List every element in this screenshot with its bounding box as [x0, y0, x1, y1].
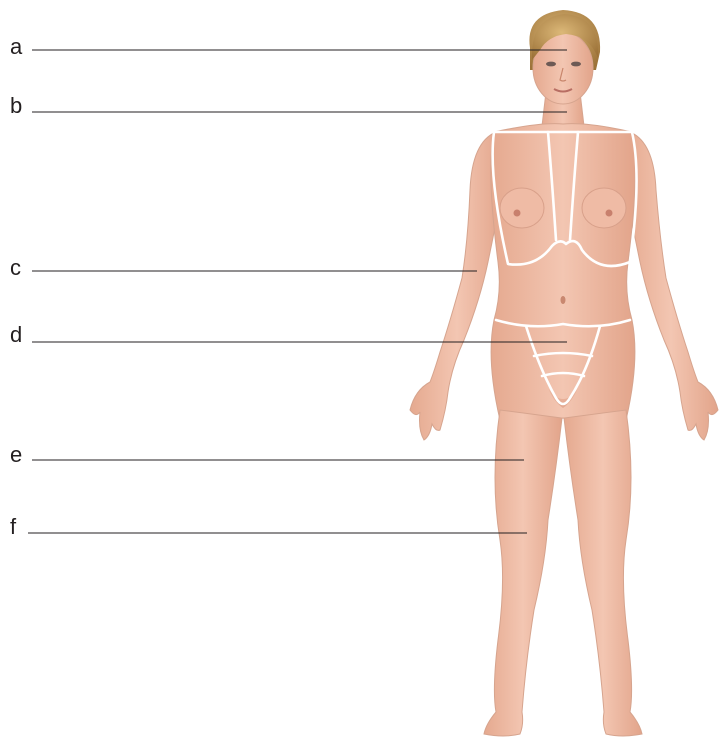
label-d: d [10, 322, 22, 347]
label-f: f [10, 514, 17, 539]
right-leg [564, 410, 642, 736]
right-breast [582, 188, 626, 228]
left-arm [410, 132, 504, 440]
navel [561, 296, 566, 304]
label-letters: a b c d e f [10, 34, 23, 539]
left-leg [484, 410, 562, 736]
leader-lines [28, 50, 567, 533]
left-eye [546, 62, 556, 67]
label-c: c [10, 255, 21, 280]
left-nipple [514, 210, 521, 217]
label-a: a [10, 34, 23, 59]
left-breast [500, 188, 544, 228]
right-arm [624, 132, 718, 440]
label-b: b [10, 93, 22, 118]
torso [491, 124, 635, 420]
right-eye [571, 62, 581, 67]
label-e: e [10, 442, 22, 467]
right-nipple [606, 210, 613, 217]
